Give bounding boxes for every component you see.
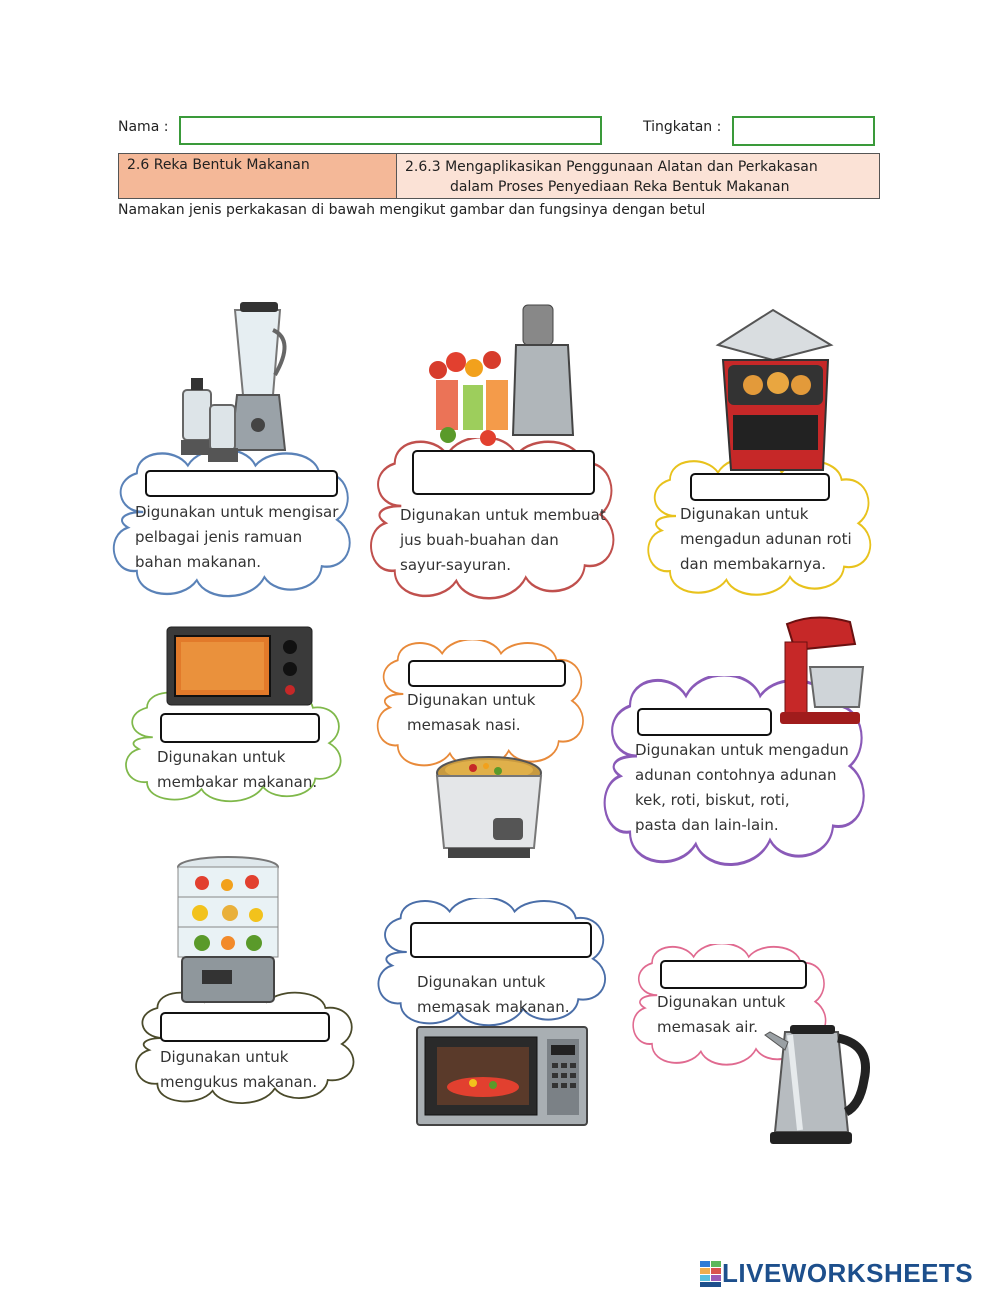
answer-box-9[interactable]	[660, 960, 807, 989]
answer-box-4[interactable]	[160, 713, 320, 743]
brand-name: LIVEWORKSHEETS	[722, 1258, 974, 1288]
answer-box-7[interactable]	[160, 1012, 330, 1042]
desc-9: Digunakan untuk memasak air.	[657, 993, 786, 1036]
desc-6: Digunakan untuk mengadun adunan contohny…	[635, 741, 849, 834]
kettle-icon	[764, 1025, 870, 1144]
desc-7: Digunakan untuk mengukus makanan.	[160, 1048, 318, 1091]
topic-table: 2.6 Reka Bentuk Makanan 2.6.3 Mengaplika…	[118, 153, 880, 199]
instruction-text: Namakan jenis perkakasan di bawah mengik…	[118, 202, 706, 218]
name-input[interactable]	[179, 116, 602, 145]
subtopic-cell: 2.6.3 Mengaplikasikan Penggunaan Alatan …	[397, 154, 879, 198]
answer-box-5[interactable]	[408, 660, 566, 687]
answer-box-1[interactable]	[145, 470, 338, 497]
juicer-icon	[429, 304, 575, 446]
answer-box-3[interactable]	[690, 473, 830, 501]
stand-mixer-icon	[780, 616, 865, 724]
answer-box-2[interactable]	[412, 450, 595, 495]
class-input[interactable]	[732, 116, 875, 146]
live-badge-icon	[700, 1260, 721, 1287]
subtopic-line1: 2.6.3 Mengaplikasikan Penggunaan Alatan …	[405, 159, 818, 175]
desc-2: Digunakan untuk membuat jus buah-buahan …	[400, 506, 606, 574]
subtopic-line2: dalam Proses Penyediaan Reka Bentuk Maka…	[450, 179, 790, 195]
desc-4: Digunakan untuk membakar makanan.	[157, 748, 318, 791]
answer-box-8[interactable]	[410, 922, 592, 958]
bread-maker-icon	[715, 308, 834, 471]
microwave-icon	[416, 1026, 588, 1126]
answer-box-6[interactable]	[637, 708, 772, 736]
topic-cell: 2.6 Reka Bentuk Makanan	[119, 154, 397, 198]
desc-5: Digunakan untuk memasak nasi.	[407, 691, 536, 734]
blender-icon	[181, 302, 287, 462]
food-steamer-icon	[177, 856, 279, 1003]
desc-8: Digunakan untuk memasak makanan.	[417, 973, 570, 1016]
liveworksheets-logo: LIVEWORKSHEETS	[700, 1258, 973, 1289]
desc-3: Digunakan untuk mengadun adunan roti dan…	[680, 505, 852, 573]
desc-1: Digunakan untuk mengisar pelbagai jenis …	[135, 503, 339, 571]
rice-cooker-icon	[435, 756, 543, 858]
name-label: Nama :	[118, 119, 169, 135]
class-label: Tingkatan :	[643, 119, 722, 135]
toaster-oven-icon	[166, 626, 313, 706]
